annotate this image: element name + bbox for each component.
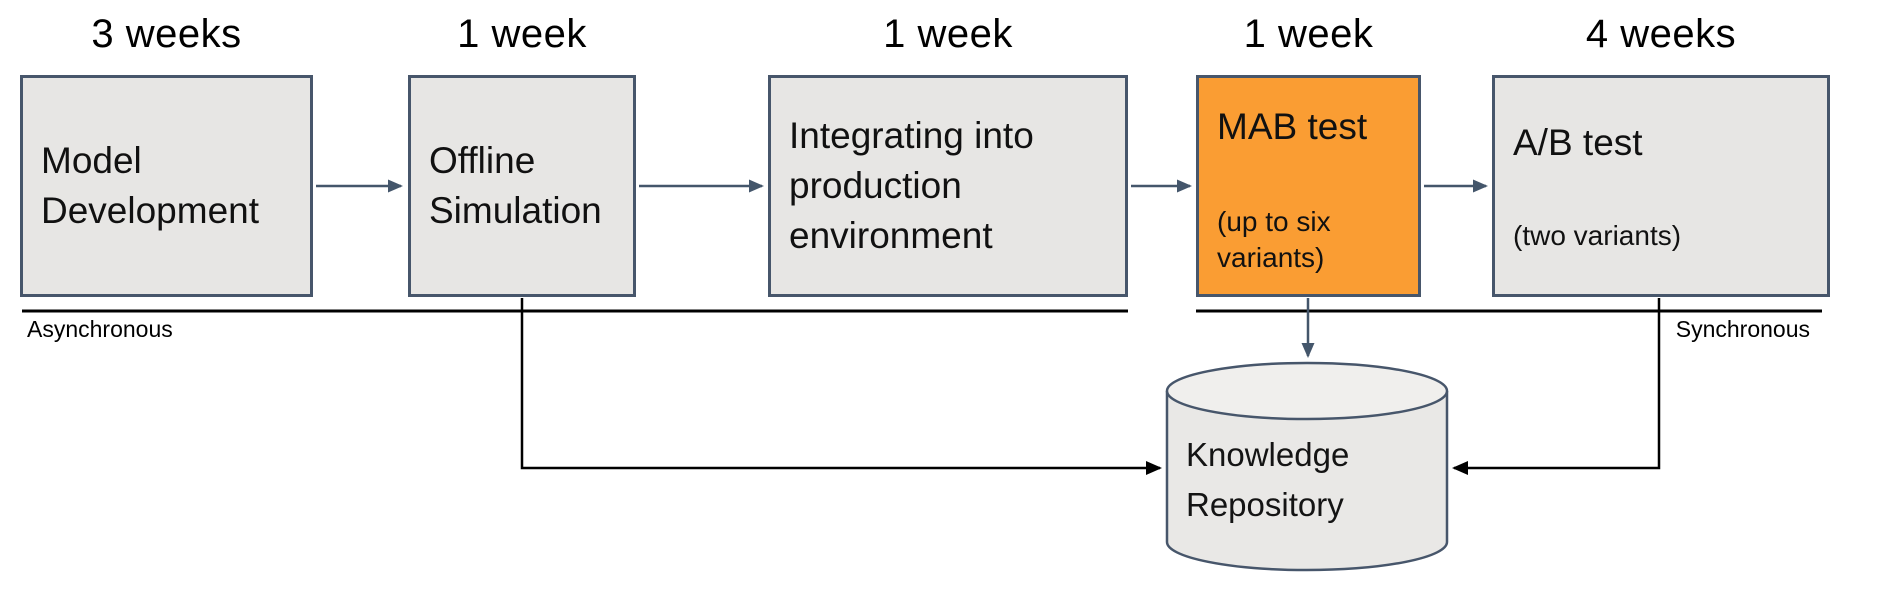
duration-label-production-integration: 1 week: [883, 12, 1013, 56]
arrow-offline-to-repository: [520, 298, 1162, 475]
knowledge-repository-cylinder: [1165, 361, 1449, 572]
duration-label-ab-test: 4 weeks: [1585, 12, 1737, 56]
box-production-integration: Integrating into production environment: [768, 75, 1128, 297]
knowledge-repository-label: Knowledge Repository: [1186, 436, 1350, 523]
duration-label-model-development: 3 weeks: [91, 12, 242, 56]
box-ab-test: A/B test (two variants): [1492, 75, 1830, 297]
duration-label-offline-simulation: 1 week: [457, 12, 587, 56]
box-model-development: Model Development: [20, 75, 313, 297]
arrow-ab-to-repository: [1452, 298, 1661, 475]
box-title-ab-test: A/B test: [1513, 122, 1643, 163]
duration-label-mab-test: 1 week: [1243, 12, 1374, 56]
box-title-model-development: Model Development: [41, 140, 260, 231]
cylinder-body: [1165, 391, 1449, 572]
box-title-offline-simulation: Offline Simulation: [429, 140, 602, 231]
box-mab-test: MAB test (up to six variants): [1196, 75, 1421, 297]
box-subtitle-ab-test: (two variants): [1513, 220, 1682, 251]
cylinder-top: [1165, 361, 1449, 421]
box-offline-simulation: Offline Simulation: [408, 75, 636, 297]
box-title-mab-test: MAB test: [1217, 106, 1368, 147]
synchronous-label: Synchronous: [1675, 316, 1810, 342]
box-title-production-integration: Integrating into production environment: [789, 115, 1034, 256]
asynchronous-label: Asynchronous: [27, 316, 173, 342]
box-subtitle-mab-test: (up to six variants): [1217, 206, 1331, 273]
